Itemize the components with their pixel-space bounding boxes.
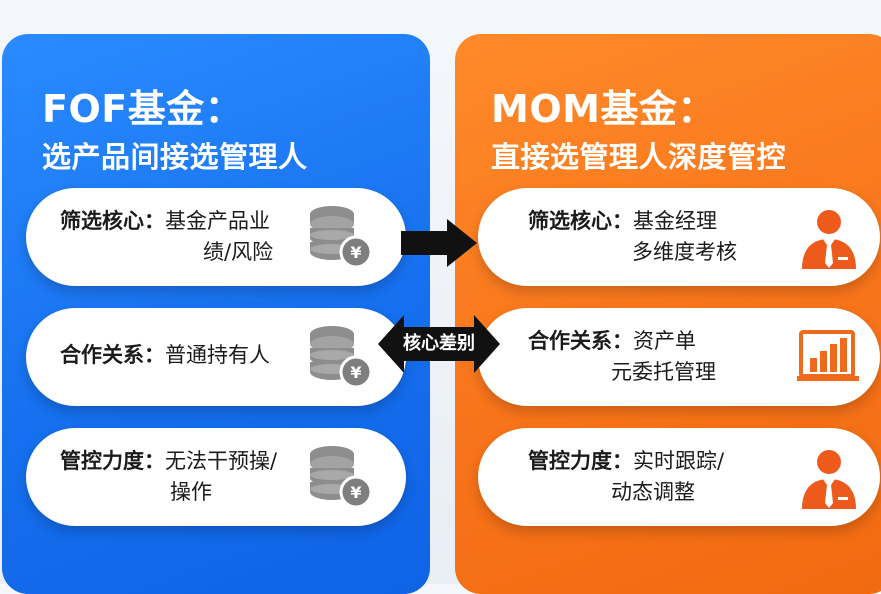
- mom-title: MOM基金：: [491, 87, 716, 131]
- svg-text:¥: ¥: [350, 363, 361, 382]
- mom-card-control-label: 管控力度：: [528, 449, 633, 473]
- mom-card-control-line1: 实时跟踪/: [633, 449, 725, 473]
- fof-card-screening-line1: 基金产品业: [165, 209, 270, 233]
- coin-stack-yen-icon: ¥: [310, 446, 373, 509]
- fof-subtitle: 选产品间接选管理人: [42, 140, 308, 174]
- fof-card-relationship-text: 合作关系：普通持有人: [60, 340, 270, 371]
- coin-stack-yen-icon: ¥: [310, 206, 373, 269]
- mom-card-control-text: 管控力度：实时跟踪/ 动态调整: [528, 446, 724, 508]
- bar-chart-icon: [797, 330, 859, 381]
- fof-card-control-label: 管控力度：: [60, 449, 165, 473]
- fof-card-relationship-line1: 普通持有人: [165, 343, 270, 367]
- mom-card-control-line2: 动态调整: [611, 480, 695, 504]
- fof-card-screening-text: 筛选核心：基金产品业 绩/风险: [60, 206, 273, 268]
- mom-card-screening-label: 筛选核心：: [528, 209, 633, 233]
- fof-card-screening: 筛选核心：基金产品业 绩/风险 ¥: [26, 188, 406, 286]
- double-arrow-icon: [378, 315, 500, 373]
- svg-text:¥: ¥: [350, 243, 361, 262]
- mom-card-screening-line2: 多维度考核: [632, 240, 737, 264]
- fof-card-screening-label: 筛选核心：: [60, 209, 165, 233]
- manager-person-icon: [802, 210, 856, 269]
- mom-card-relationship-line2: 元委托管理: [611, 360, 716, 384]
- mom-card-relationship-line1: 资产单: [633, 329, 696, 353]
- mom-card-relationship-text: 合作关系：资产单 元委托管理: [528, 326, 716, 388]
- fof-card-control: 管控力度：无法干预操/ 操作 ¥: [26, 428, 406, 526]
- fof-card-relationship: 合作关系：普通持有人 ¥: [26, 308, 406, 406]
- mom-panel: MOM基金： 直接选管理人深度管控 筛选核心：基金经理 多维度考核 合作关系：资…: [455, 34, 881, 594]
- mom-card-relationship: 合作关系：资产单 元委托管理: [478, 308, 880, 406]
- fof-card-relationship-label: 合作关系：: [60, 343, 165, 367]
- mom-card-screening-line1: 基金经理: [633, 209, 717, 233]
- fof-title: FOF基金：: [42, 87, 244, 131]
- manager-person-icon: [802, 450, 856, 509]
- fof-card-screening-line2: 绩/风险: [203, 240, 274, 264]
- mom-card-screening-text: 筛选核心：基金经理 多维度考核: [528, 206, 737, 268]
- mom-card-control: 管控力度：实时跟踪/ 动态调整: [478, 428, 880, 526]
- coin-stack-yen-icon: ¥: [310, 326, 373, 389]
- fof-card-control-line1: 无法干预操/: [165, 449, 278, 473]
- mom-card-screening: 筛选核心：基金经理 多维度考核: [478, 188, 880, 286]
- core-difference-label: 核心差别: [403, 333, 475, 354]
- right-arrow-icon: [401, 219, 477, 267]
- mom-subtitle: 直接选管理人深度管控: [491, 140, 787, 174]
- svg-text:¥: ¥: [350, 483, 361, 502]
- fof-card-control-line2: 操作: [170, 480, 212, 504]
- mom-card-relationship-label: 合作关系：: [528, 329, 633, 353]
- fof-panel: FOF基金： 选产品间接选管理人 筛选核心：基金产品业 绩/风险: [2, 34, 430, 594]
- fof-card-control-text: 管控力度：无法干预操/ 操作: [60, 446, 277, 508]
